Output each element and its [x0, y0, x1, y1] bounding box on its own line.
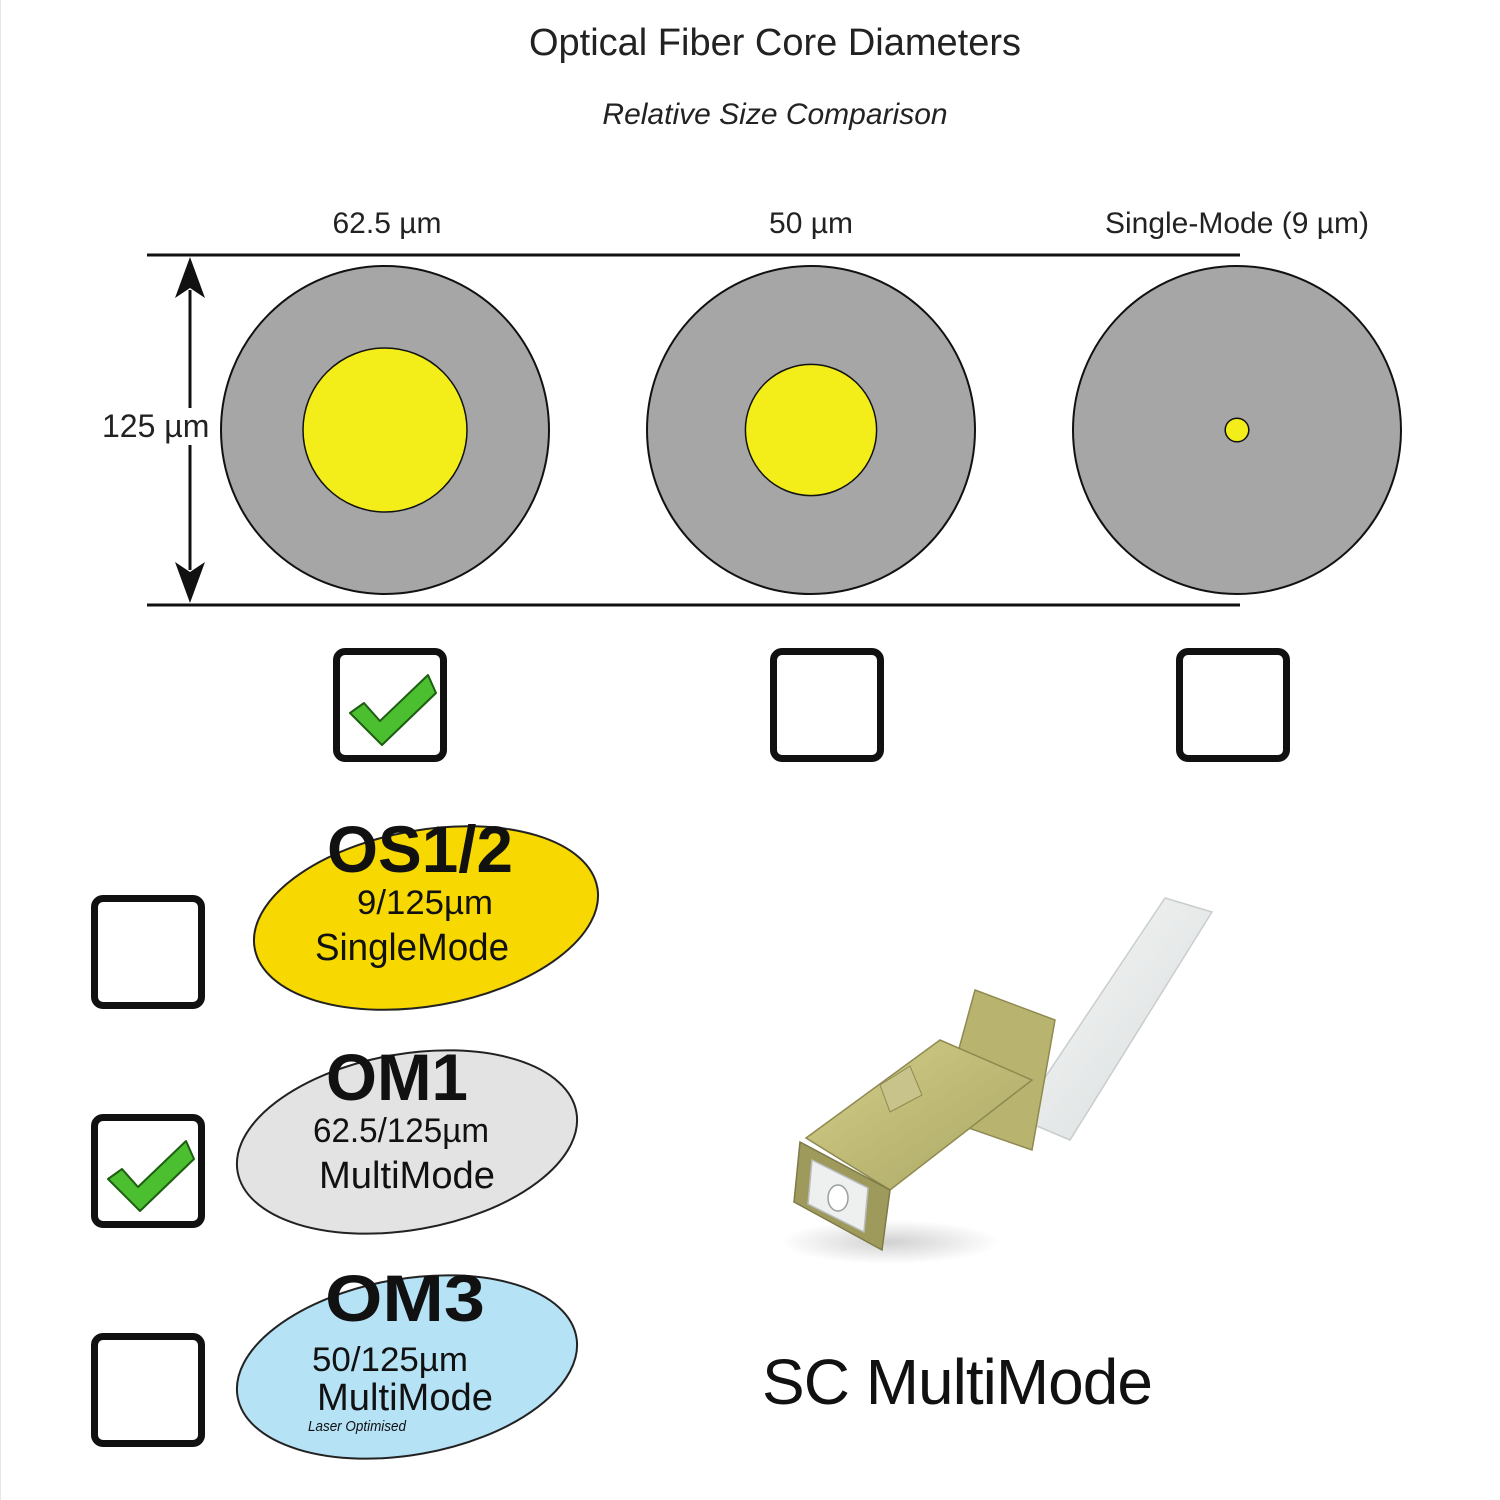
- core-circle: [744, 363, 878, 497]
- diagram-title: Optical Fiber Core Diameters: [528, 22, 1022, 64]
- badge-mode: SingleMode: [315, 927, 509, 969]
- check-icon: [107, 1140, 195, 1212]
- badge-ellipse: [235, 1049, 579, 1235]
- core-circle: [302, 347, 468, 513]
- fiber-cross-section-diagram: [147, 253, 1402, 607]
- badge-spec: 9/125µm: [357, 884, 493, 922]
- connector-ferrule: [827, 1184, 849, 1212]
- badge-name: OM1: [326, 1040, 468, 1114]
- badge-note: Laser Optimised: [308, 1418, 407, 1435]
- product-label: SC MultiMode: [762, 1346, 1153, 1418]
- badge-om1: OM1 62.5/125µm MultiMode: [235, 1040, 579, 1235]
- left-edge-rule: [0, 0, 1, 1500]
- badge-name: OS1/2: [327, 812, 513, 886]
- fiber-label-62-5: 62.5 µm: [332, 207, 442, 240]
- badge-om3: OM3 50/125µm MultiMode Laser Optimised: [235, 1261, 579, 1460]
- connector-body: [804, 1039, 1034, 1191]
- checkbox-om1[interactable]: [91, 1114, 205, 1228]
- connector-latch: [879, 1065, 923, 1113]
- badge-spec: 62.5/125µm: [313, 1112, 489, 1150]
- core-circle: [1224, 417, 1250, 443]
- badge-mode: MultiMode: [319, 1155, 495, 1197]
- badge-name: OM3: [325, 1261, 485, 1335]
- cladding-diameter-label: 125 µm: [100, 408, 212, 445]
- sc-connector-icon: [780, 897, 1214, 1264]
- fiber-label-single-mode: Single-Mode (9 µm): [1104, 207, 1370, 240]
- checkbox-50[interactable]: [770, 648, 884, 762]
- checkbox-62-5[interactable]: [333, 648, 447, 762]
- badge-os1-2: OS1/2 9/125µm SingleMode: [252, 812, 600, 1011]
- badge-spec: 50/125µm: [312, 1341, 468, 1379]
- checkbox-om3[interactable]: [91, 1333, 205, 1447]
- checkbox-os1-2[interactable]: [91, 895, 205, 1009]
- diagram-subtitle: Relative Size Comparison: [602, 98, 948, 131]
- checkbox-single-mode[interactable]: [1176, 648, 1290, 762]
- fiber-label-50: 50 µm: [769, 207, 853, 240]
- check-icon: [349, 674, 437, 746]
- badge-mode: MultiMode: [317, 1377, 493, 1419]
- connector-shadow: [780, 1220, 1000, 1264]
- connector-boot: [1016, 897, 1214, 1141]
- badge-ellipse: [252, 825, 600, 1011]
- badge-ellipse: [235, 1274, 579, 1460]
